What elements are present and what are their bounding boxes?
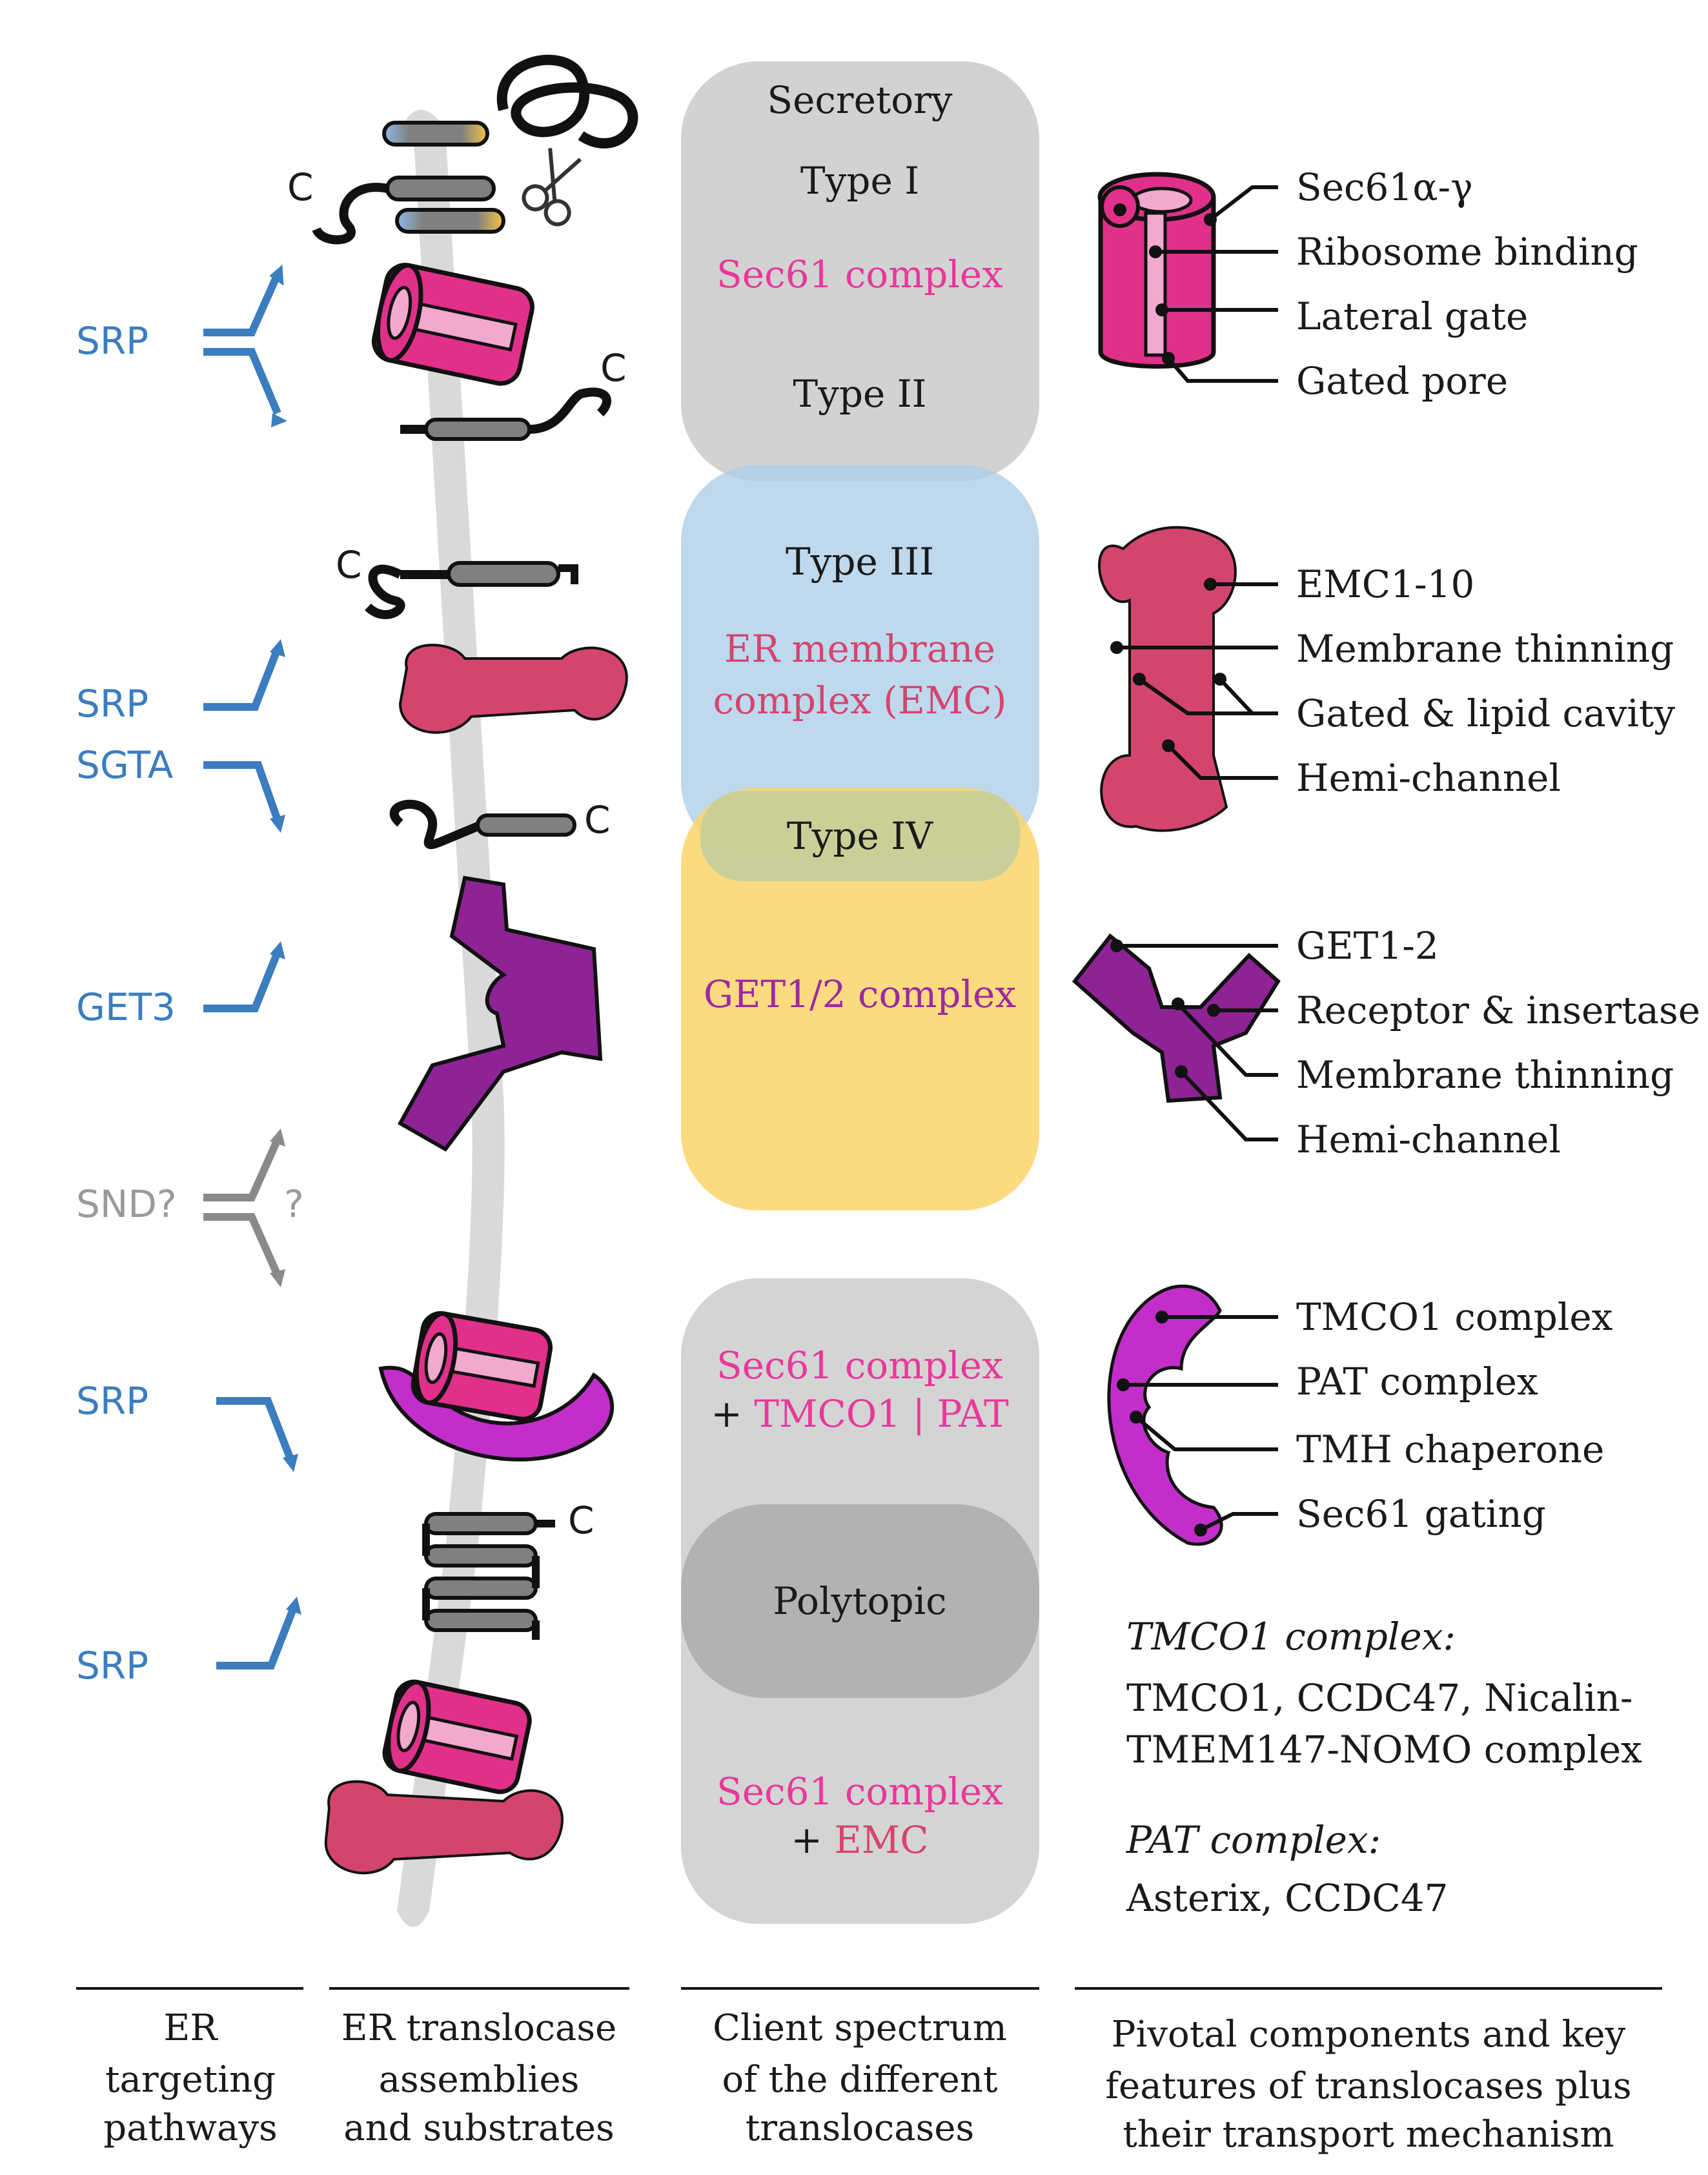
- pathway-srp-2: SRP: [76, 639, 285, 726]
- label-type3: Type III: [786, 540, 934, 584]
- pathway-label: SRP: [76, 682, 148, 726]
- emc-feature: EMC1-10: [1296, 562, 1474, 606]
- pathway-srp-4: SRP: [76, 1597, 301, 1688]
- label-plus: +: [791, 1818, 822, 1862]
- pathway-snd: SND? ?: [76, 1128, 304, 1287]
- label-polytopic: Polytopic: [773, 1579, 946, 1623]
- get-diagram: [1072, 933, 1281, 1141]
- footer-col1: targeting: [105, 2059, 276, 2101]
- sec61-feature: Gated pore: [1296, 359, 1508, 403]
- sec61-feature: Ribosome binding: [1296, 230, 1638, 274]
- membrane: [397, 110, 505, 1927]
- footer-col2: assemblies: [379, 2059, 580, 2101]
- pathways: SRP SRP SGTA GET3 SND? ?: [76, 264, 304, 1688]
- sec61-channel-3: [382, 1679, 532, 1794]
- pathway-label: GET3: [76, 985, 176, 1029]
- footer-col3: of the different: [722, 2059, 998, 2101]
- pathway-label: SND?: [76, 1182, 177, 1226]
- c-terminus: C: [600, 346, 627, 390]
- note-pat-title: PAT complex:: [1126, 1818, 1381, 1862]
- tmco-diagram: [1107, 1284, 1278, 1546]
- footer-col3: Client spectrum: [713, 2007, 1007, 2049]
- footer-col4: features of translocases plus: [1105, 2065, 1631, 2107]
- label-secretory: Secretory: [767, 78, 953, 122]
- footer-col1: pathways: [103, 2107, 278, 2149]
- label-emc-line1: ER membrane: [724, 627, 995, 671]
- label-get: GET1/2 complex: [704, 972, 1016, 1016]
- pathway-label: SRP: [76, 1379, 148, 1423]
- label-plus-tmco1-line: + TMCO1 | PAT: [711, 1392, 1009, 1436]
- note-tmco1-line1: TMCO1, CCDC47, Nicalin-: [1126, 1676, 1633, 1720]
- note-pat-line1: Asterix, CCDC47: [1126, 1876, 1449, 1920]
- feature-diagrams: Sec61α-γ Ribosome binding Lateral gate G…: [1072, 165, 1700, 1546]
- label-bar: |: [913, 1392, 926, 1436]
- pathway-label: SRP: [76, 1644, 148, 1688]
- note-tmco1-title: TMCO1 complex:: [1126, 1615, 1456, 1659]
- box-emc: [681, 465, 1039, 859]
- substrates: C C C C: [287, 54, 638, 1875]
- tmco-feature: PAT complex: [1296, 1360, 1538, 1404]
- label-plus: +: [711, 1392, 742, 1436]
- tmco-feature: TMH chaperone: [1296, 1427, 1604, 1471]
- pathway-label: SGTA: [76, 743, 174, 787]
- pathway-get3: GET3: [76, 941, 285, 1029]
- get-feature: Receptor & insertase: [1296, 988, 1700, 1032]
- label-emc-short: EMC: [834, 1818, 928, 1862]
- secretory-protein: [496, 54, 638, 148]
- emc-bone-2: [324, 1780, 564, 1875]
- box-polytopic: [681, 1504, 1039, 1698]
- label-type4: Type IV: [787, 814, 933, 858]
- complex-notes: TMCO1 complex: TMCO1, CCDC47, Nicalin- T…: [1126, 1615, 1642, 1920]
- sec61-feature: Lateral gate: [1296, 294, 1528, 338]
- box-sec61: [681, 61, 1039, 481]
- c-terminus: C: [287, 165, 314, 209]
- label-sec61: Sec61 complex: [717, 252, 1003, 296]
- note-tmco1-line2: TMEM147-NOMO complex: [1126, 1728, 1642, 1772]
- sec61-channel-2: [411, 1311, 553, 1422]
- client-spectrum-boxes: [681, 61, 1039, 1924]
- label-tmco1: TMCO1: [754, 1392, 900, 1436]
- emc-feature: Gated & lipid cavity: [1296, 691, 1675, 735]
- label-type1: Type I: [800, 159, 919, 203]
- footer-col2: and substrates: [343, 2107, 615, 2149]
- emc-feature: Hemi-channel: [1296, 756, 1561, 800]
- emc-diagram: [1098, 526, 1278, 832]
- label-pat: PAT: [937, 1392, 1009, 1436]
- emc-feature: Membrane thinning: [1296, 627, 1674, 671]
- sec61-channel-1: [371, 263, 534, 386]
- emc-bone: [398, 644, 628, 734]
- footer: ER targeting pathways ER translocase ass…: [76, 1987, 1662, 2156]
- get-complex: [397, 875, 603, 1152]
- c-terminus: C: [584, 798, 611, 842]
- get-feature: GET1-2: [1296, 924, 1439, 968]
- label-sec61-b: Sec61 complex: [717, 1343, 1003, 1387]
- tmco-feature: TMCO1 complex: [1296, 1295, 1612, 1339]
- client-spectrum-text: Secretory Type I Sec61 complex Type II T…: [704, 78, 1016, 1862]
- label-emc-line2: complex (EMC): [713, 679, 1007, 722]
- pathway-srp-3: SRP: [76, 1379, 298, 1472]
- footer-col3: translocases: [746, 2107, 974, 2149]
- box-overlap: [700, 791, 1020, 881]
- pathway-question: ?: [284, 1182, 304, 1226]
- pathway-srp-1: SRP: [76, 264, 287, 427]
- footer-col4: Pivotal components and key: [1112, 2014, 1626, 2056]
- get-feature: Hemi-channel: [1296, 1118, 1561, 1161]
- get-feature: Membrane thinning: [1296, 1053, 1674, 1097]
- sec61-diagram: [1097, 172, 1278, 383]
- c-terminus: C: [336, 543, 362, 587]
- pathway-sgta: SGTA: [76, 743, 285, 833]
- c-terminus: C: [568, 1498, 595, 1542]
- label-plus-emc-line: + EMC: [791, 1818, 928, 1862]
- label-type2: Type II: [793, 372, 926, 416]
- scissors-icon: [522, 148, 582, 227]
- tmco-feature: Sec61 gating: [1296, 1492, 1546, 1536]
- footer-col2: ER translocase: [341, 2007, 617, 2049]
- footer-col1: ER: [163, 2007, 218, 2049]
- box-get: [681, 788, 1039, 1210]
- label-sec61-c: Sec61 complex: [717, 1770, 1003, 1813]
- footer-col4: their transport mechanism: [1123, 2114, 1614, 2156]
- pathway-label: SRP: [76, 319, 148, 363]
- sec61-feature: Sec61α-γ: [1296, 165, 1473, 209]
